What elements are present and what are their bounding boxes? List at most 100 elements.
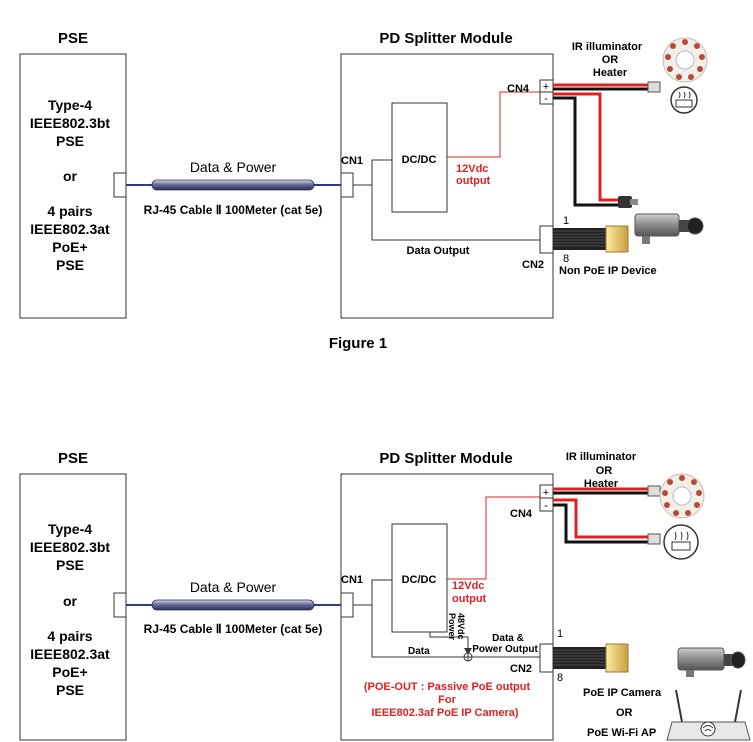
device-1: PoE IP Camera: [583, 687, 662, 699]
ir-illuminator-icon: [659, 473, 705, 519]
cn4-wires: [553, 487, 650, 544]
data-label: Data: [408, 646, 430, 657]
cn1-port: [340, 592, 354, 618]
cn2-pin1: 1: [557, 628, 563, 640]
pse-line: IEEE802.3at: [30, 646, 110, 662]
data-output-label: Data Output: [407, 245, 470, 257]
pse-line: PSE: [56, 133, 84, 149]
pse-line: PoE+: [52, 664, 87, 680]
out-12v: 12Vdc: [456, 163, 488, 175]
cn4-label: CN4: [510, 508, 533, 520]
ir-illuminator-icon: [662, 37, 708, 83]
device-or: OR: [616, 707, 633, 719]
data-wire: [371, 185, 540, 241]
pse-line: IEEE802.3at: [30, 221, 110, 237]
cable-sheath: [151, 599, 315, 611]
dcdc-box: [391, 523, 448, 633]
cn2-label: CN2: [522, 259, 544, 271]
ir-plug: [647, 485, 661, 497]
heater-icon: [663, 524, 699, 560]
power-48v-wire: [429, 632, 469, 651]
poe-out-1: (POE-OUT : Passive PoE output: [364, 681, 531, 693]
ir-label-heater: Heater: [584, 478, 619, 490]
cn4-wires: [553, 83, 650, 207]
pse-line: IEEE802.3bt: [30, 539, 110, 555]
pse-line: 4 pairs: [47, 628, 92, 644]
dc-plug: [618, 196, 638, 208]
ir-label-1: IR illuminator: [566, 451, 637, 463]
pse-text: Type-4 IEEE802.3bt PSE or 4 pairs IEEE80…: [30, 97, 110, 273]
out-word: output: [456, 175, 491, 187]
module-title: PD Splitter Module: [379, 450, 512, 467]
figure-2: PSE Type-4 IEEE802.3bt PSE or 4 pairs IE…: [19, 450, 751, 741]
poe-camera-icon: [677, 647, 746, 677]
pse-port: [113, 172, 127, 198]
pse-line: Type-4: [48, 521, 92, 537]
cn4-minus: -: [544, 93, 548, 105]
ir-label-or: OR: [602, 54, 619, 66]
cn2-label: CN2: [510, 663, 532, 675]
power-arrow-icon: [464, 648, 472, 655]
cn1-label: CN1: [341, 155, 363, 167]
ir-label-heater: Heater: [593, 67, 628, 79]
ribbon-cable: [553, 225, 629, 253]
module-title: PD Splitter Module: [379, 30, 512, 47]
heater-icon: [670, 86, 698, 114]
device-2: PoE Wi-Fi AP: [587, 727, 656, 739]
out-word: output: [452, 593, 487, 605]
cable-label: Data & Power: [190, 579, 277, 595]
ir-plug: [647, 81, 661, 93]
pse-line: Type-4: [48, 97, 92, 113]
ir-label-or: OR: [596, 465, 613, 477]
cn2-connector: [539, 643, 554, 673]
dp-label-1: Data &: [492, 633, 524, 644]
wifi-ap-icon: [666, 689, 751, 741]
pse-title: PSE: [58, 30, 88, 47]
pse-line: PSE: [56, 257, 84, 273]
poe-out-3: IEEE802.3af PoE IP Camera): [371, 707, 518, 719]
out-12v: 12Vdc: [452, 580, 484, 592]
cn2-connector: [539, 225, 554, 254]
cn4-label: CN4: [507, 83, 530, 95]
pse-line: or: [63, 593, 78, 609]
pse-port: [113, 592, 127, 618]
pse-line: IEEE802.3bt: [30, 115, 110, 131]
cn1-label: CN1: [341, 574, 363, 586]
cable-spec: RJ-45 Cable Ⅱ 100Meter (cat 5e): [144, 203, 323, 217]
dcdc-label: DC/DC: [402, 154, 437, 166]
poe-out-2: For: [438, 694, 456, 706]
cn2-pin8: 8: [563, 253, 569, 265]
pse-line: PSE: [56, 557, 84, 573]
figure-caption: Figure 1: [329, 335, 387, 352]
dcdc-box: [391, 102, 448, 213]
ribbon-cable: [553, 643, 629, 673]
power-48v: 48Vdc: [456, 613, 466, 640]
cn2-pin8: 8: [557, 672, 563, 684]
pse-line: or: [63, 168, 78, 184]
pse-line: 4 pairs: [47, 203, 92, 219]
pse-text: Type-4 IEEE802.3bt PSE or 4 pairs IEEE80…: [30, 521, 110, 698]
cn1-port: [340, 172, 354, 198]
dcdc-label: DC/DC: [402, 574, 437, 586]
cable-spec: RJ-45 Cable Ⅱ 100Meter (cat 5e): [144, 622, 323, 636]
pse-box: [19, 473, 127, 741]
out-12v-wire: [447, 91, 540, 158]
heater-plug: [647, 533, 661, 545]
internal-wire: [353, 159, 392, 186]
pse-line: PSE: [56, 682, 84, 698]
pse-box: [19, 53, 127, 319]
dp-label-2: Power Output: [472, 644, 538, 655]
out-12v-wire: [447, 496, 540, 580]
cn2-pin1: 1: [563, 215, 569, 227]
pse-line: PoE+: [52, 239, 87, 255]
cable-label: Data & Power: [190, 159, 277, 175]
pse-title: PSE: [58, 450, 88, 467]
cn4-plus: +: [543, 487, 549, 499]
cn4-minus: -: [544, 500, 548, 512]
device-label: Non PoE IP Device: [559, 265, 657, 277]
data-wire: [371, 605, 466, 658]
cn4-plus: +: [543, 81, 549, 93]
figure-1: PSE Type-4 IEEE802.3bt PSE or 4 pairs IE…: [19, 30, 708, 352]
internal-wire: [353, 579, 392, 606]
